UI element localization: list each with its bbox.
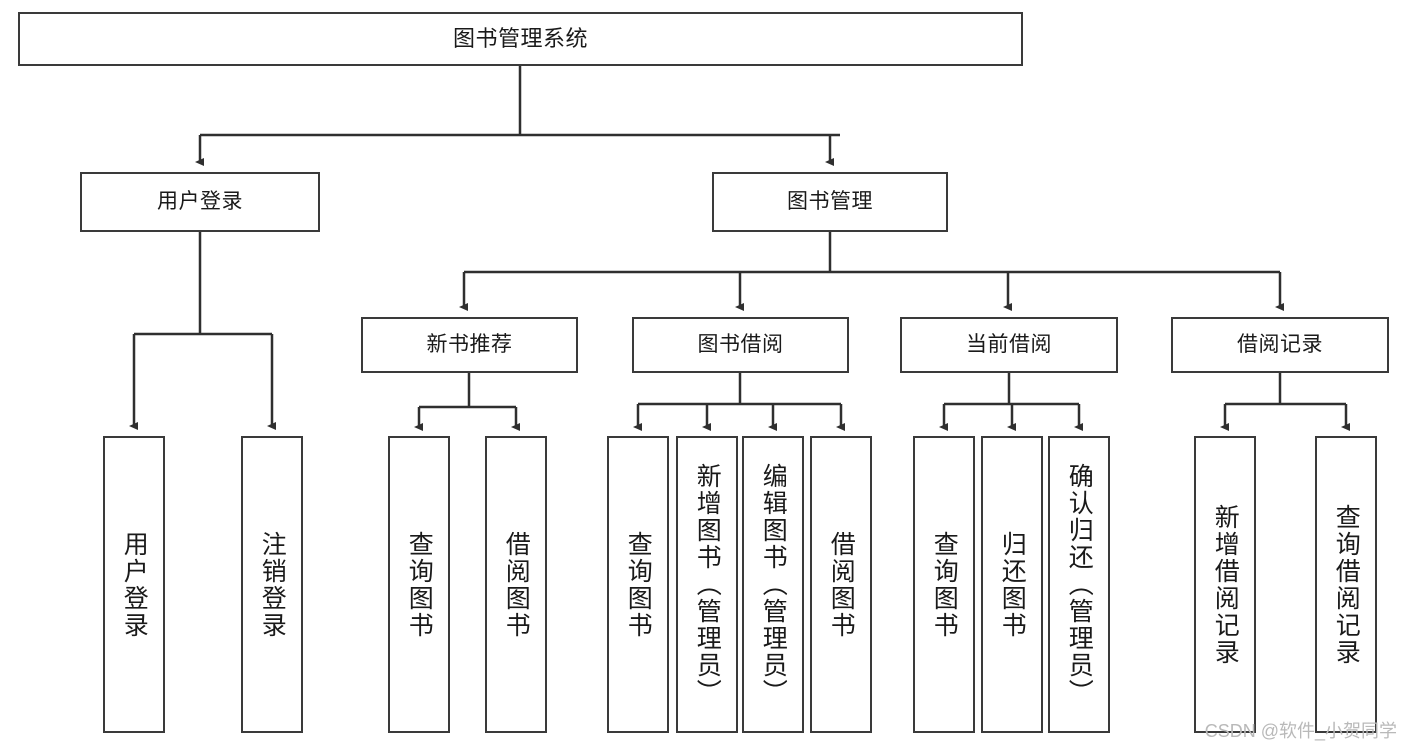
node-label: 图书管理 (787, 189, 873, 213)
node-label: 图书借阅 (697, 332, 784, 356)
node-label: 注销登录 (258, 530, 287, 639)
node-label: 查询图书 (930, 530, 959, 639)
node-label: 借阅图书 (827, 530, 856, 639)
csdn-watermark: CSDN @软件_小贺同学 (1204, 721, 1397, 741)
node-book-borrow[interactable]: 图书借阅 (632, 317, 849, 373)
node-label: 新书推荐 (426, 332, 513, 356)
node-label: 用户登录 (157, 189, 243, 213)
node-label: 编辑图书（管理员） (759, 463, 788, 706)
node-label: 归还图书 (998, 530, 1027, 639)
node-label: 查询借阅记录 (1332, 503, 1361, 666)
node-label: 借阅记录 (1237, 332, 1323, 356)
node-book-management[interactable]: 图书管理 (712, 172, 948, 232)
node-label: 新增图书（管理员） (693, 463, 722, 706)
node-label: 新增借阅记录 (1211, 503, 1240, 666)
leaf-return-book[interactable]: 归还图书 (981, 436, 1043, 733)
leaf-user-login[interactable]: 用户登录 (103, 436, 165, 733)
leaf-query-book-borrow[interactable]: 查询图书 (607, 436, 669, 733)
node-label: 确认归还（管理员） (1065, 463, 1094, 706)
node-current-borrow[interactable]: 当前借阅 (900, 317, 1118, 373)
node-label: 查询图书 (405, 530, 434, 639)
leaf-query-book-current[interactable]: 查询图书 (913, 436, 975, 733)
node-root-book-management-system[interactable]: 图书管理系统 (18, 12, 1023, 66)
leaf-add-book-admin[interactable]: 新增图书（管理员） (676, 436, 738, 733)
leaf-borrow-book-borrow[interactable]: 借阅图书 (810, 436, 872, 733)
node-new-book-recommend[interactable]: 新书推荐 (361, 317, 578, 373)
leaf-confirm-return-admin[interactable]: 确认归还（管理员） (1048, 436, 1110, 733)
leaf-add-borrow-record[interactable]: 新增借阅记录 (1194, 436, 1256, 733)
leaf-edit-book-admin[interactable]: 编辑图书（管理员） (742, 436, 804, 733)
node-label: 用户登录 (120, 530, 149, 639)
leaf-borrow-book-new-recommend[interactable]: 借阅图书 (485, 436, 547, 733)
node-label: 借阅图书 (502, 530, 531, 639)
leaf-query-book-new-recommend[interactable]: 查询图书 (388, 436, 450, 733)
node-borrow-record[interactable]: 借阅记录 (1171, 317, 1389, 373)
node-label: 图书管理系统 (452, 26, 588, 52)
leaf-logout[interactable]: 注销登录 (241, 436, 303, 733)
node-label: 查询图书 (624, 530, 653, 639)
leaf-query-borrow-record[interactable]: 查询借阅记录 (1315, 436, 1377, 733)
node-label: 当前借阅 (966, 332, 1052, 356)
node-user-login[interactable]: 用户登录 (80, 172, 320, 232)
